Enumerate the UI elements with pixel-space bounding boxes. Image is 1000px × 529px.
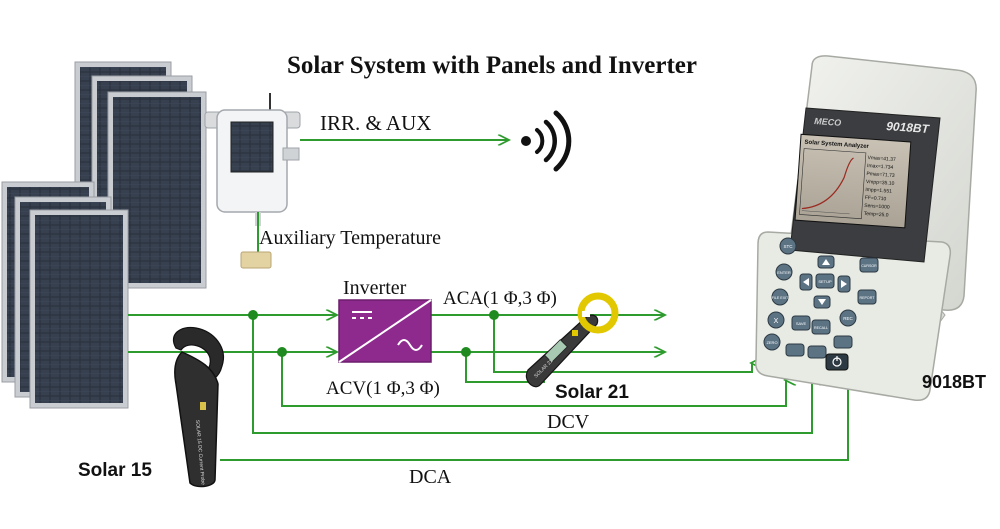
svg-text:SAVE: SAVE xyxy=(796,321,807,326)
svg-text:Vmax=41.37: Vmax=41.37 xyxy=(867,155,896,163)
irradiance-sensor xyxy=(204,93,301,226)
wire-junctions xyxy=(248,310,499,357)
solar-panel xyxy=(29,209,129,409)
label-device: 9018BT xyxy=(922,372,986,392)
svg-text:REPORT: REPORT xyxy=(860,296,876,300)
key-rec[interactable] xyxy=(839,309,857,327)
svg-text:RECALL: RECALL xyxy=(814,326,828,330)
key-cursor[interactable] xyxy=(859,257,879,273)
label-dca: DCA xyxy=(409,466,452,488)
device-screen xyxy=(794,133,912,229)
key-f3[interactable] xyxy=(833,335,853,349)
svg-text:FF=0.710: FF=0.710 xyxy=(865,195,887,203)
label-aca: ACA(1 Φ,3 Φ) xyxy=(443,288,557,309)
key-stc[interactable] xyxy=(779,237,797,255)
key-report[interactable] xyxy=(857,289,877,305)
label-acv: ACV(1 Φ,3 Φ) xyxy=(326,378,440,399)
iv-curve xyxy=(801,157,854,210)
svg-text:STC: STC xyxy=(784,244,794,249)
label-inverter: Inverter xyxy=(343,277,407,299)
key-save[interactable] xyxy=(791,315,811,331)
key-recall[interactable] xyxy=(811,319,831,335)
svg-text:CURSOR: CURSOR xyxy=(861,264,877,268)
key-setup[interactable] xyxy=(815,273,835,289)
wiring xyxy=(128,315,848,461)
label-solar15: Solar 15 xyxy=(78,460,152,481)
solar21-clamp-meter: SOLAR 21 xyxy=(525,292,619,388)
svg-text:FILE EXIT: FILE EXIT xyxy=(772,296,789,300)
svg-text:Vmpp=35.10: Vmpp=35.10 xyxy=(866,179,895,187)
key-file-exit[interactable] xyxy=(771,288,789,306)
key-enter[interactable] xyxy=(775,263,793,281)
svg-text:REC: REC xyxy=(843,316,853,321)
screen-readouts: Vmax=41.37 Imax=1.734 Pmax=71.73 Vmpp=35… xyxy=(863,155,896,219)
device-keypad: STC ENTER FILE EXIT X ZERO REC SETUP SAV… xyxy=(763,237,879,371)
svg-text:ZERO: ZERO xyxy=(766,340,777,345)
label-dcv: DCV xyxy=(547,411,590,433)
aux-temp-probe xyxy=(240,251,272,269)
svg-text:ENTER: ENTER xyxy=(777,270,791,275)
key-f1[interactable] xyxy=(785,343,805,357)
solar-panels-front xyxy=(1,181,129,409)
diagram-title: Solar System with Panels and Inverter xyxy=(287,52,697,79)
power-button[interactable] xyxy=(825,353,849,371)
solar15-clamp-text: SOLAR 15 DC Current Probe xyxy=(194,420,206,486)
key-zero[interactable] xyxy=(763,333,781,351)
key-x[interactable] xyxy=(767,311,785,329)
device-model: 9018BT xyxy=(886,119,931,136)
svg-text:SETUP: SETUP xyxy=(818,279,832,284)
svg-text:Temp=25.0: Temp=25.0 xyxy=(863,211,888,219)
label-aux-temp: Auxiliary Temperature xyxy=(259,227,441,249)
svg-text:Impp=1.551: Impp=1.551 xyxy=(865,187,892,195)
label-solar21: Solar 21 xyxy=(555,382,629,403)
wireless-signal-icon xyxy=(521,110,572,172)
svg-text:Imax=1.734: Imax=1.734 xyxy=(867,163,894,171)
svg-text:Sens=1000: Sens=1000 xyxy=(864,203,890,211)
screen-title: Solar System Analyzer xyxy=(804,140,869,151)
solar15-clamp-meter: SOLAR 15 DC Current Probe xyxy=(172,326,224,488)
key-f2[interactable] xyxy=(807,345,827,359)
svg-text:Pmax=71.73: Pmax=71.73 xyxy=(866,171,895,179)
svg-text:X: X xyxy=(774,318,779,325)
label-irr-aux: IRR. & AUX xyxy=(320,111,431,135)
meco-9018bt-device: MECO 9018BT Solar System Analyzer Vmax=4… xyxy=(755,55,977,402)
inverter-block xyxy=(338,299,432,363)
device-brand: MECO xyxy=(814,116,842,128)
